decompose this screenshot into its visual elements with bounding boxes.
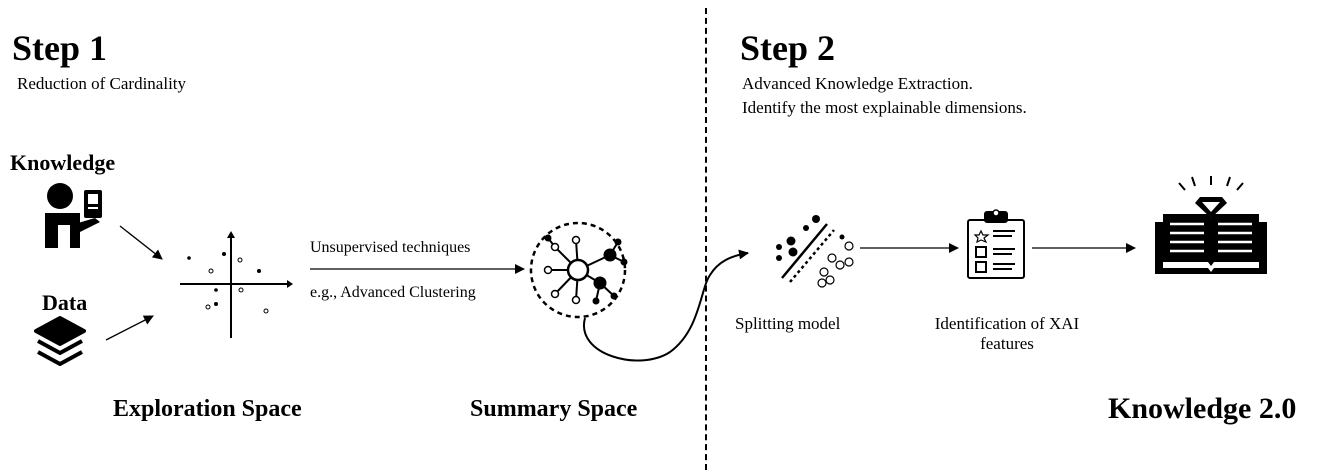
- technique-line1: Unsupervised techniques: [310, 239, 471, 256]
- xai-label: Identification of XAI features: [912, 314, 1102, 354]
- knowledge-label: Knowledge: [10, 150, 116, 175]
- knowledge-arrow: [119, 225, 163, 260]
- clipboard-checklist-icon: [967, 209, 1025, 279]
- technique-line2: e.g., Advanced Clustering: [310, 284, 476, 301]
- step1-title: Step 1: [12, 28, 108, 68]
- scatter-plot-icon: [180, 231, 293, 338]
- exploration-space-label: Exploration Space: [113, 396, 302, 422]
- person-with-device-icon: [45, 183, 102, 248]
- xai-label-line2: features: [980, 334, 1034, 353]
- summary-to-split-connector: [583, 249, 749, 362]
- network-hub-icon: [529, 221, 628, 319]
- step2-title: Step 2: [740, 28, 836, 68]
- data-label: Data: [42, 290, 88, 315]
- knowledge-2-label: Knowledge 2.0: [1108, 392, 1297, 425]
- step2-subtitle-line1: Advanced Knowledge Extraction.: [742, 74, 973, 93]
- stacked-layers-icon: [34, 316, 86, 366]
- data-arrow: [105, 315, 154, 341]
- step-divider: [705, 8, 707, 470]
- step2-subtitle-line2: Identify the most explainable dimensions…: [742, 98, 1027, 117]
- split-dots-icon: [776, 215, 854, 288]
- xai-label-line1: Identification of XAI: [934, 314, 1080, 333]
- summary-space-label: Summary Space: [470, 396, 638, 422]
- open-book-gem-icon: [1155, 176, 1267, 274]
- splitting-model-label: Splitting model: [735, 314, 841, 333]
- step1-subtitle: Reduction of Cardinality: [17, 74, 187, 93]
